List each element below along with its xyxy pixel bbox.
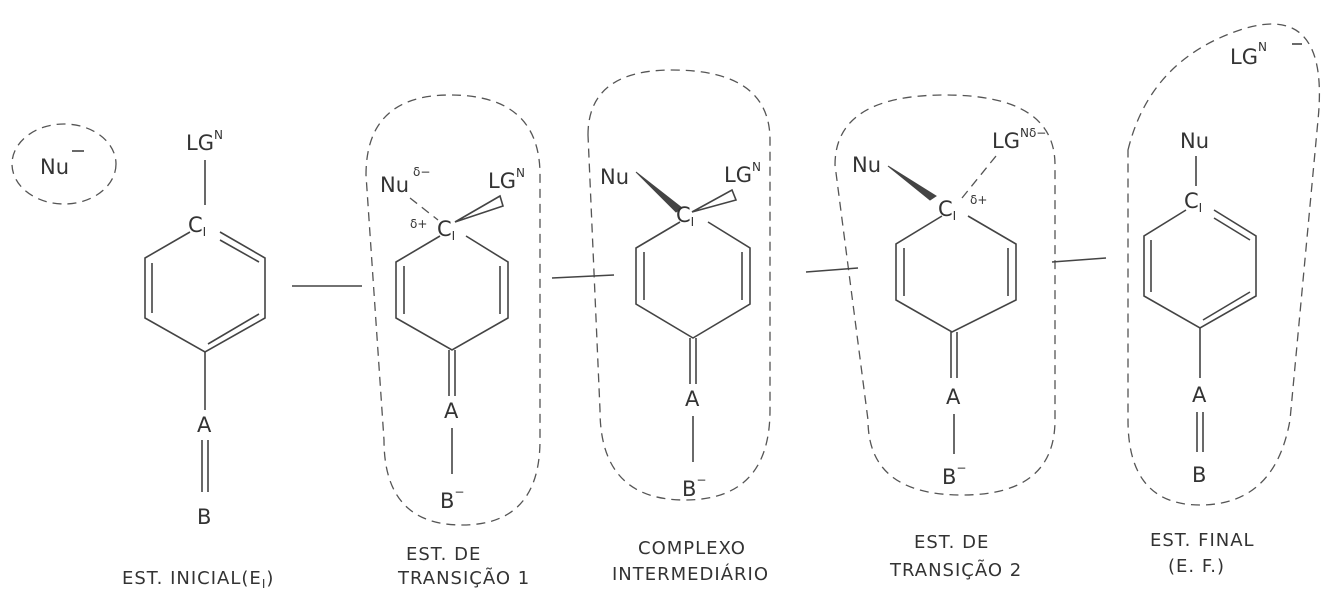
stage-final: LGN Nu CI A B EST. FINAL (E. F.) xyxy=(1143,40,1302,577)
carbon-label: CI xyxy=(437,217,455,243)
stage-caption-line-1: EST. DE xyxy=(914,532,989,553)
leaving-group-wedge xyxy=(454,194,504,223)
ring-double-bond-bottom xyxy=(207,313,260,345)
leaving-group-label: LGN xyxy=(488,166,525,193)
b-anion: B− xyxy=(682,473,706,501)
nucleophile-label: Nu xyxy=(40,155,69,179)
stage-caption-line-2: (E. F.) xyxy=(1168,556,1225,577)
ring-double-bond-top xyxy=(1213,217,1251,241)
leaving-group-label: LGNδ− xyxy=(992,126,1046,153)
stage-caption-line-2: INTERMEDIÁRIO xyxy=(612,563,769,585)
stage-caption-line-2: TRANSIÇÃO 2 xyxy=(889,559,1022,581)
nucleophile-enclosure xyxy=(11,123,117,205)
ring-double-bond-top xyxy=(219,239,260,263)
leaving-group-wedge xyxy=(691,188,738,213)
final-state-enclosure xyxy=(1127,23,1320,506)
ring-double-bond-bottom xyxy=(1202,291,1251,321)
stage-intermediate: Nu LGN CI A B− COMPLEXO INTERMEDIÁRIO xyxy=(600,160,769,585)
stage-initial: Nu LGN CI A B EST. INICIAL(EI) xyxy=(40,128,274,591)
nucleophile-wedge xyxy=(635,171,683,213)
leaving-group-anion: LGN xyxy=(1230,40,1267,69)
atom-a: A xyxy=(444,399,459,423)
cyclohexadiene-ring xyxy=(895,215,1017,333)
atom-a: A xyxy=(197,413,212,437)
atom-b: B xyxy=(1192,463,1206,487)
stage-caption: EST. INICIAL(EI) xyxy=(122,568,274,591)
atom-b: B xyxy=(197,505,211,529)
atom-a: A xyxy=(685,387,700,411)
b-anion: B− xyxy=(440,485,464,513)
stage-caption-line-1: EST. FINAL xyxy=(1150,530,1255,551)
carbon-label: CI xyxy=(1184,189,1202,215)
cyclohexadiene-ring xyxy=(395,235,509,351)
benzene-ring xyxy=(144,231,266,353)
arrow-stage-3-to-4 xyxy=(805,267,859,273)
nucleophile-label: Nu xyxy=(380,173,409,197)
atom-a: A xyxy=(946,385,961,409)
carbon-label: CI xyxy=(938,197,956,223)
arrow-stage-4-to-5 xyxy=(1051,257,1107,263)
stage-transition-1: Nu δ− LGN δ+ CI A B− EST. DE TRANSIÇÃO 1 xyxy=(380,165,530,589)
nucleophile-partial-bond xyxy=(409,197,439,221)
stage-caption-line-2: TRANSIÇÃO 1 xyxy=(397,567,530,589)
leaving-group-label: LGN xyxy=(724,160,761,187)
benzene-ring xyxy=(1143,209,1257,329)
intermediate-complex-enclosure xyxy=(587,69,771,501)
transition-state-1-enclosure xyxy=(365,94,541,526)
atom-a: A xyxy=(1192,383,1207,407)
leaving-group-partial-bond xyxy=(961,155,997,199)
stage-caption-line-1: COMPLEXO xyxy=(638,538,746,559)
delta-minus: δ− xyxy=(413,165,430,179)
stage-caption-line-1: EST. DE xyxy=(406,544,481,565)
carbon-label: CI xyxy=(188,213,206,239)
b-anion: B− xyxy=(942,461,966,489)
carbon-label: CI xyxy=(676,203,694,229)
nucleophile-wedge xyxy=(887,165,937,201)
cyclohexadiene-ring xyxy=(635,221,751,339)
leaving-group-label: LGN xyxy=(186,128,223,155)
stage-transition-2: Nu LGNδ− CI δ+ A B− EST. DE TRANSIÇÃO 2 xyxy=(852,126,1046,581)
nucleophile-label: Nu xyxy=(852,153,881,177)
nucleophile-label: Nu xyxy=(600,165,629,189)
arrow-stage-2-to-3 xyxy=(551,274,615,279)
delta-plus: δ+ xyxy=(410,217,427,231)
transition-state-2-enclosure xyxy=(834,94,1056,496)
delta-plus: δ+ xyxy=(970,193,987,207)
nucleophile-label: Nu xyxy=(1180,129,1209,153)
